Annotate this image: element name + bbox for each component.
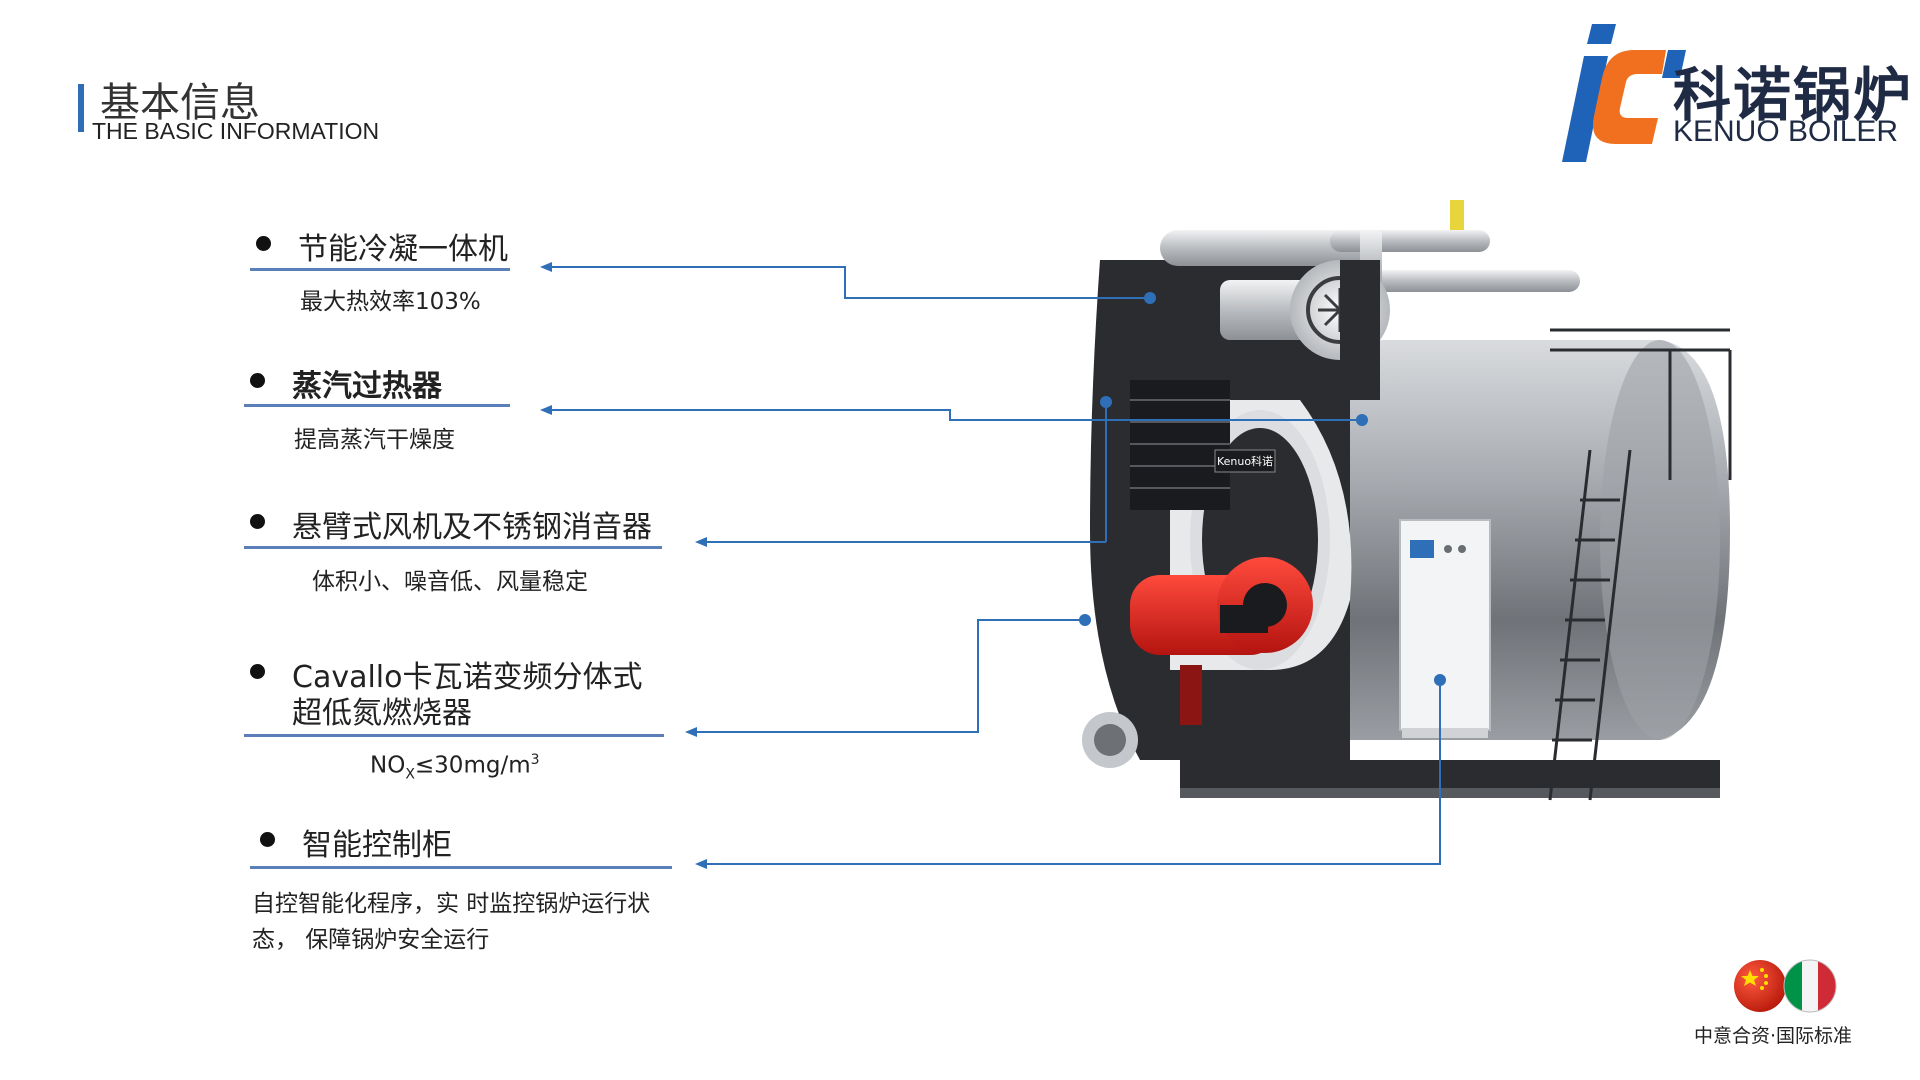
feature-desc-control-line1: 自控智能化程序，实 时监控锅炉运行状 [252, 891, 651, 917]
italy-flag-icon [1783, 959, 1837, 1013]
boiler-illustration: Kenuo科诺 [1082, 200, 1732, 801]
feature-underline [250, 866, 672, 869]
feature-underline [244, 734, 664, 737]
feature-bullet [256, 236, 271, 251]
title-accent-bar [78, 84, 84, 132]
feature-title-fan: 悬臂式风机及不锈钢消音器 [292, 510, 652, 545]
feature-desc-superheater: 提高蒸汽干燥度 [294, 427, 455, 453]
feature-bullet [250, 373, 265, 388]
feature-bullet [250, 664, 265, 679]
china-flag-icon [1734, 960, 1786, 1012]
feature-title-burner-line2: 超低氮燃烧器 [292, 696, 472, 731]
feature-desc-burner: NOX≤30mg/m3 [370, 752, 540, 782]
feature-desc-fan: 体积小、噪音低、风量稳定 [312, 569, 588, 595]
nox-text: NO [370, 752, 406, 779]
kenuo-logo-icon [1562, 24, 1686, 162]
control-cabinet [1399, 519, 1491, 738]
nox-superscript: 3 [530, 752, 540, 768]
feature-underline [244, 404, 510, 407]
nox-limit: ≤30mg/m [414, 752, 531, 779]
feature-title-superheater: 蒸汽过热器 [292, 369, 442, 404]
feature-bullet [260, 832, 275, 847]
feature-desc-control-line2: 态， 保障锅炉安全运行 [252, 927, 490, 953]
logo-name-en: KENUO BOILER [1673, 115, 1899, 148]
feature-desc-condensing: 最大热效率103% [300, 289, 481, 315]
logo-name-cn: 科诺锅炉 [1673, 61, 1914, 129]
feature-underline [244, 546, 662, 549]
nox-subscript: X [405, 766, 415, 783]
feature-underline [250, 268, 510, 271]
nameplate-text: Kenuo科诺 [1217, 454, 1273, 468]
feature-title-condensing: 节能冷凝一体机 [298, 232, 508, 267]
burner [1130, 557, 1313, 725]
base-skid [1180, 760, 1720, 788]
feature-title-control-cabinet: 智能控制柜 [302, 828, 452, 863]
feature-title-burner-line1: Cavallo卡瓦诺变频分体式 [292, 660, 643, 695]
feature-bullet [250, 514, 265, 529]
nameplate [1214, 449, 1276, 473]
flags-caption: 中意合资·国际标准 [1694, 1025, 1853, 1047]
page-subtitle: THE BASIC INFORMATION [92, 118, 380, 144]
page-title: 基本信息 [100, 80, 260, 126]
